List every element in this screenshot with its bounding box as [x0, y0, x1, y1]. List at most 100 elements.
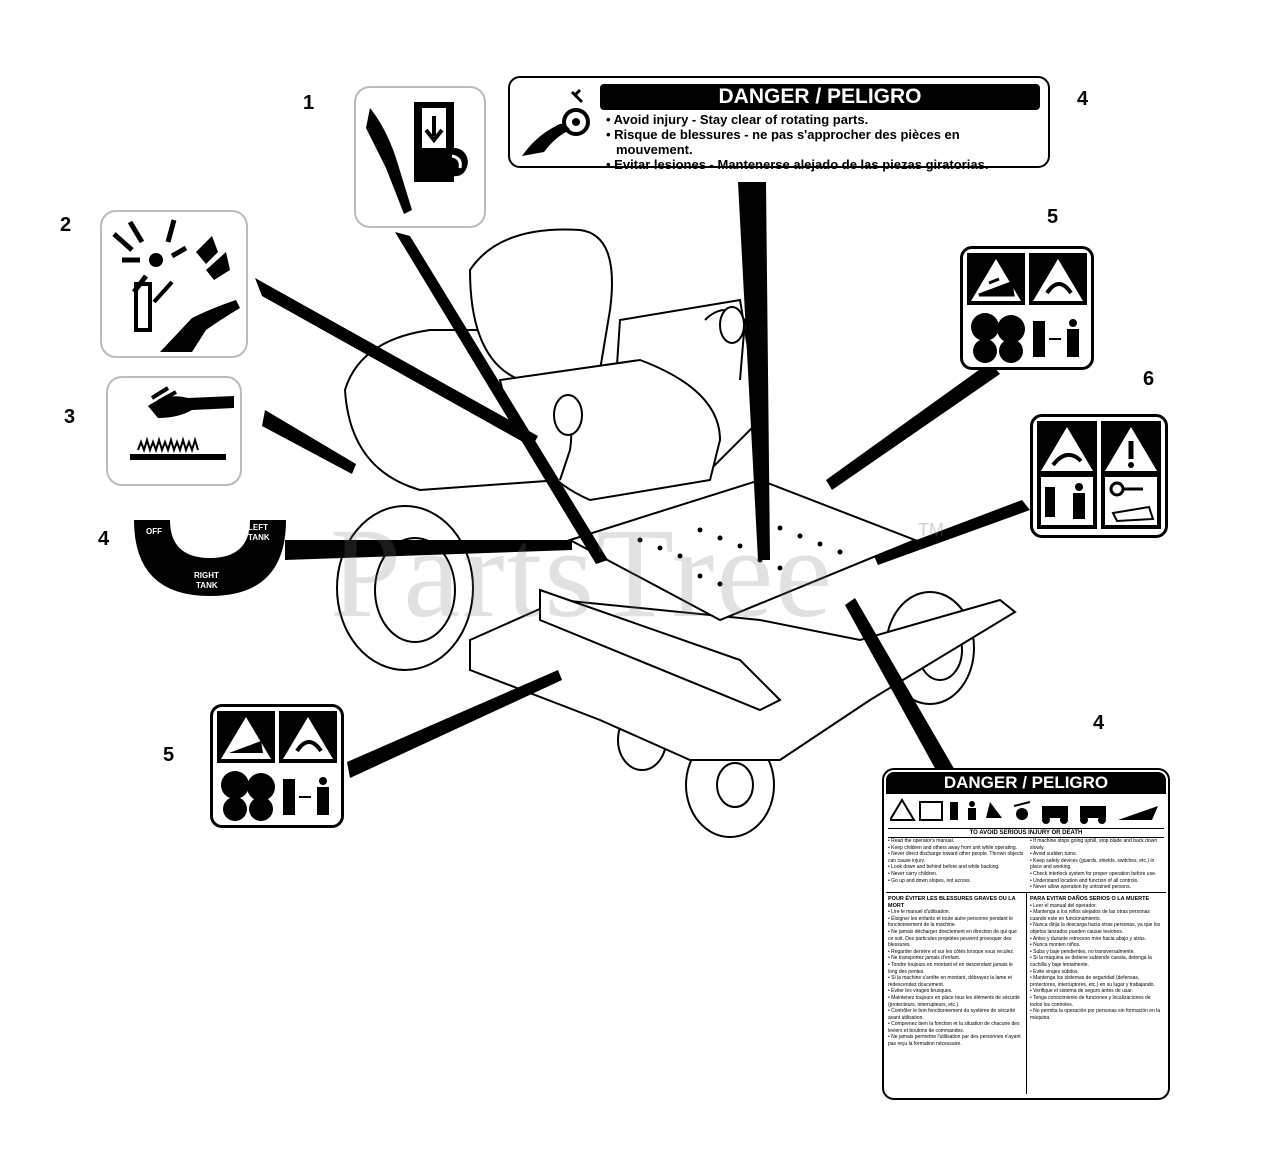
en-line: • Go up and down slopes, not across. — [888, 877, 971, 884]
decal-danger-rotating: DANGER / PELIGRO • Avoid injury - Stay c… — [508, 76, 1050, 172]
danger-line: • Risque de blessures - ne pas s'approch… — [606, 127, 960, 142]
fr-column: POUR ÉVITER LES BLESSURES GRAVES OU LA M… — [888, 896, 1022, 1048]
leader-lines — [255, 182, 1030, 810]
en-line: • Avoid sudden turns. — [1030, 851, 1077, 858]
en-line: • Understand location and function of al… — [1030, 877, 1139, 884]
seat-back — [468, 228, 613, 382]
decal-warning-keep-away — [1030, 414, 1168, 538]
es-line: • No permita la operación por personas s… — [1030, 1008, 1161, 1021]
en-line: • Keep safety devices (guards, shields, … — [1030, 857, 1155, 871]
en-left-column: • Read the operator's manual. • Keep chi… — [888, 838, 1024, 884]
es-line: • Mantenga los sistemas de seguridad (de… — [1030, 975, 1155, 988]
callout-6: 6 — [1143, 368, 1155, 390]
operator-pictograms — [890, 798, 1158, 824]
fr-line: • Lire le manuel d'utilisation. — [888, 909, 950, 916]
trademark-mark: TM — [918, 520, 944, 540]
rear-left-hub — [374, 537, 456, 643]
callout-5-bottom: 5 — [163, 744, 175, 766]
es-line: • Leer el manual del operador. — [1030, 902, 1097, 909]
es-line: • Nunca dirija la descarga hacia otras p… — [1030, 922, 1161, 935]
hot-surface-icon — [130, 386, 234, 460]
es-column: PARA EVITAR DAÑOS SERIOS O LA MUERTE • L… — [1030, 896, 1164, 1021]
es-line: • Mantenga a los niños alejados de las o… — [1030, 909, 1150, 922]
es-line: • Suba y baje pendientes, no transversal… — [1030, 948, 1135, 955]
front-caster-hub — [716, 762, 754, 808]
decal-slope-hazard-bottom — [210, 704, 344, 828]
es-line: • Evite virajes súbitos. — [1030, 968, 1079, 975]
rollover-icon — [217, 711, 337, 821]
divider — [1026, 892, 1027, 1094]
fr-line: • Éviter les virages brusques. — [888, 988, 953, 995]
fr-line: • Éloigner les enfants et toute autre pe… — [888, 915, 1013, 929]
callout-3: 3 — [64, 406, 76, 428]
fr-line: • Regarder derrière et sur les côtés lor… — [888, 948, 1015, 955]
slope-hazard-icon — [967, 253, 1087, 363]
leader-5-top — [826, 362, 1000, 490]
fr-line: • Ne jamais décharger directement en dir… — [888, 928, 1017, 949]
leader-4-fuel — [285, 540, 572, 560]
fr-line: • Comprenez bien la fonction et la situa… — [888, 1021, 1020, 1034]
danger-operator-subheader: TO AVOID SERIOUS INJURY OR DEATH — [888, 828, 1164, 838]
decal-crush-hazard — [354, 86, 486, 228]
watermark: PartsTree — [330, 502, 834, 644]
rotating-parts-icon — [522, 88, 590, 156]
en-line: • Look down and behind before and while … — [888, 864, 1000, 871]
thrown-objects-icon — [112, 219, 240, 352]
manual-icon — [919, 801, 943, 821]
es-line: • Verifique el sistema de seguro antes d… — [1030, 988, 1133, 995]
warning-triangle-icon — [1037, 421, 1161, 529]
leader-6 — [874, 500, 1030, 565]
en-line: • Never carry children. — [888, 870, 938, 877]
fuel-right-tank-label: TANK — [196, 581, 218, 590]
fuel-right-label: RIGHT — [194, 571, 219, 580]
leader-2 — [255, 278, 538, 447]
en-line: • Never direct discharge toward other pe… — [888, 851, 1024, 864]
keep-away-icon — [950, 802, 958, 820]
danger-header: DANGER / PELIGRO — [600, 84, 1040, 110]
fr-line: • Ne transportez jamais d'enfant. — [888, 955, 961, 962]
warning-triangle-icon — [890, 798, 916, 821]
leader-4-bottom — [845, 598, 978, 810]
footplate — [567, 478, 918, 622]
fr-line: • Ne jamais permettre l'utilisation par … — [888, 1034, 1021, 1048]
callout-4-fuel: 4 — [98, 528, 110, 550]
decal-hot-surface — [106, 376, 242, 486]
footplate-holes — [637, 517, 843, 587]
leader-1 — [395, 232, 608, 564]
en-line: • If machine stops going uphill, stop bl… — [1030, 838, 1158, 851]
en-line: • Keep children and others away from uni… — [888, 844, 1018, 851]
fr-line: • Tondre toujours en montant et en desce… — [888, 961, 1013, 975]
callout-5-top: 5 — [1047, 206, 1059, 228]
front-bumper — [539, 588, 782, 712]
lap-bar-grip-left — [553, 394, 583, 436]
es-line: • Tenga conocimiento de funciones y loca… — [1030, 994, 1151, 1008]
decal-danger-operator: DANGER / PELIGRO TO AVOID SERIOUS INJURY… — [882, 768, 1170, 1100]
fuel-left-label: LEFT — [248, 523, 268, 532]
fr-line: • Si la machine s'arrête en montant, déb… — [888, 975, 1012, 988]
es-line: • Antes y durante retroceso mire hacia a… — [1030, 935, 1146, 942]
en-right-column: • If machine stops going uphill, stop bl… — [1030, 838, 1166, 891]
fr-line: • Maintenez toujours en place tous les é… — [888, 994, 1020, 1008]
fuel-left-tank-label: TANK — [248, 533, 270, 542]
callout-4-top: 4 — [1077, 88, 1089, 110]
es-line: • Si la máquina se detiene subiendo cues… — [1030, 955, 1152, 968]
danger-operator-header: DANGER / PELIGRO — [886, 772, 1166, 794]
fr-header: POUR ÉVITER LES BLESSURES GRAVES OU LA M… — [888, 896, 1016, 909]
en-line: • Never allow operation by untrained per… — [1030, 884, 1131, 891]
danger-line: • Evitar lesiones - Mantenerse alejado d… — [606, 157, 989, 172]
fr-line: • Contrôler le bon fonctionnement du sys… — [888, 1008, 1016, 1021]
callout-1: 1 — [303, 92, 315, 114]
en-line: • Read the operator's manual. — [888, 838, 955, 844]
decal-fuel-selector: OFF LEFT TANK RIGHT TANK — [134, 520, 286, 596]
danger-line: • Avoid injury - Stay clear of rotating … — [606, 112, 869, 127]
fuel-off-label: OFF — [146, 527, 162, 536]
danger-rotating-text: • Avoid injury - Stay clear of rotating … — [606, 112, 1020, 172]
decal-thrown-objects — [100, 210, 248, 358]
leader-3 — [262, 410, 356, 474]
callout-4-bottom: 4 — [1093, 712, 1105, 734]
lap-bar-grip-right — [719, 306, 745, 344]
callout-2: 2 — [60, 214, 72, 236]
es-header: PARA EVITAR DAÑOS SERIOS O LA MUERTE — [1030, 896, 1150, 902]
leader-4-top — [738, 182, 770, 560]
